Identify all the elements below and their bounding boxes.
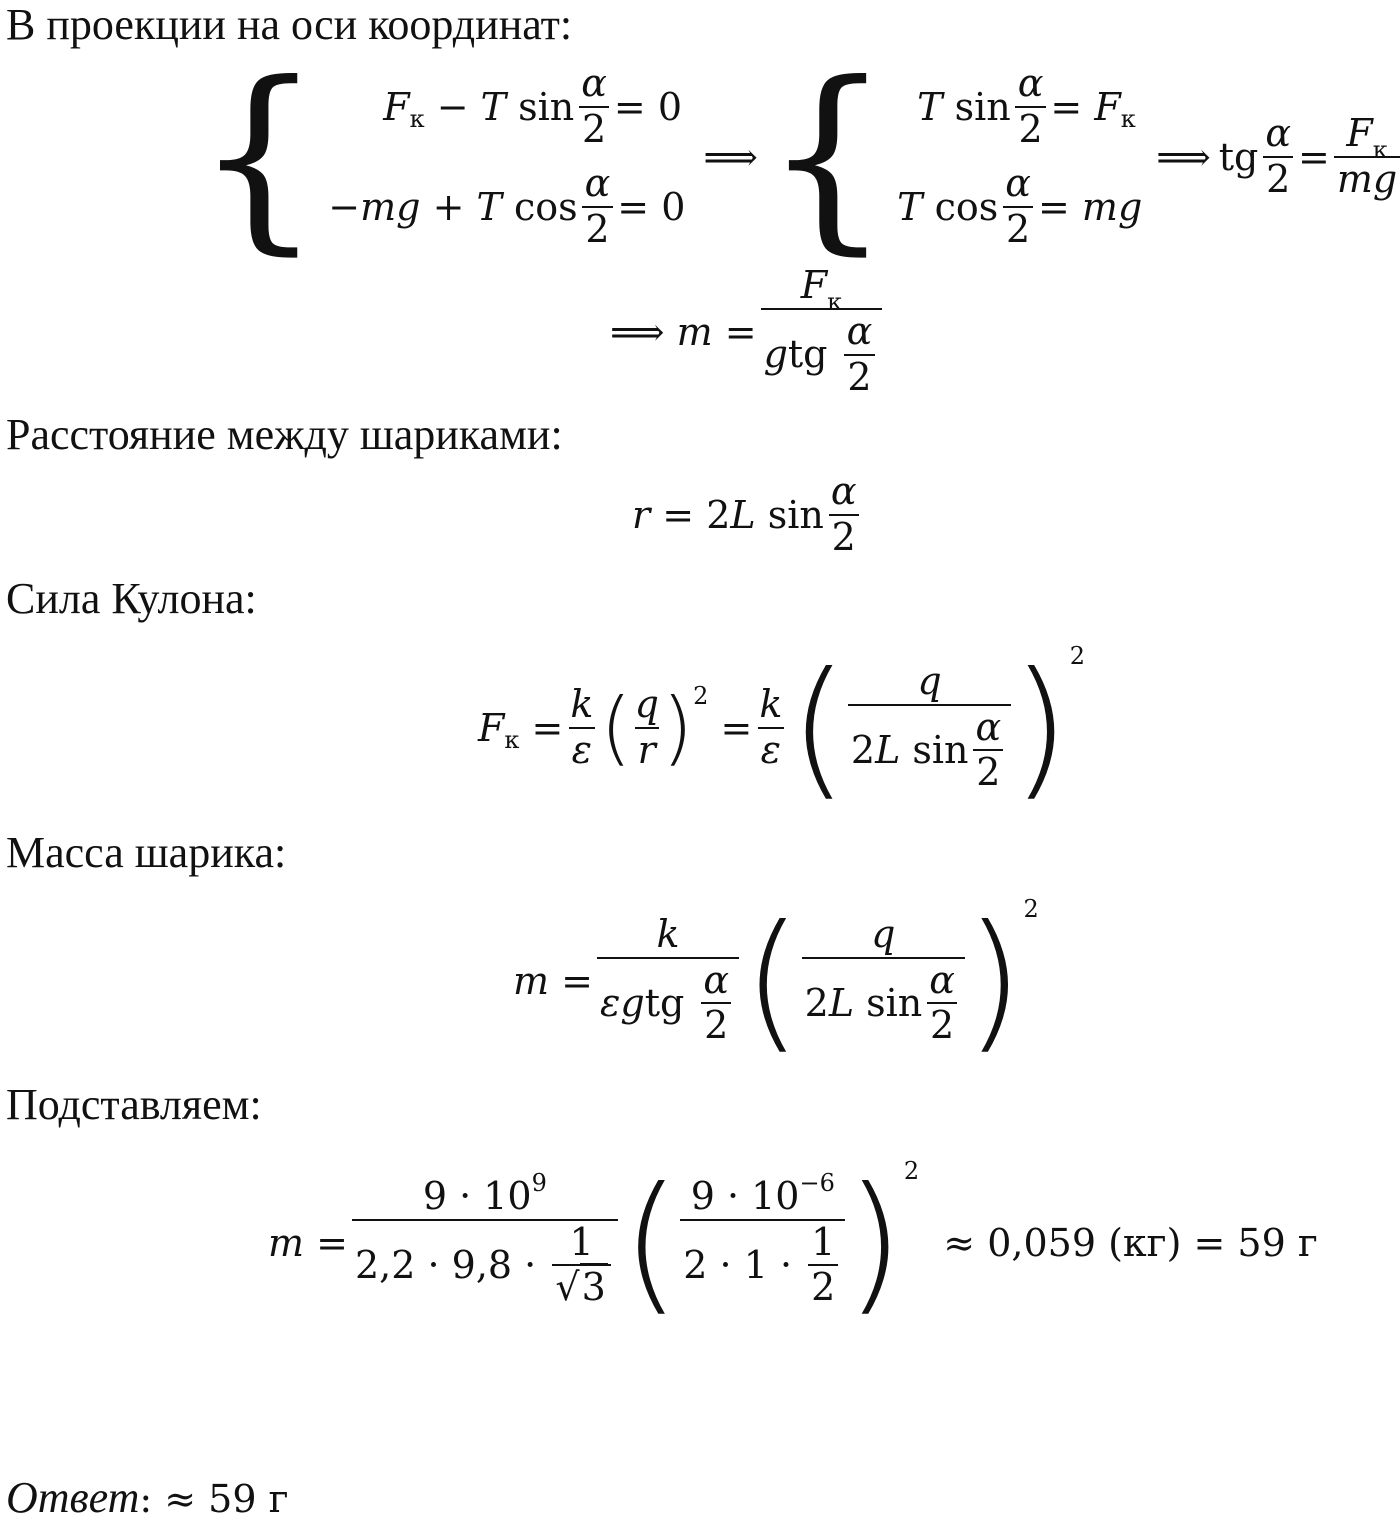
answer-line: Ответ: ≈ 59 г xyxy=(6,1473,289,1524)
text-projections: В проекции на оси координат: xyxy=(6,0,573,49)
answer-label: Ответ xyxy=(6,1473,140,1522)
left-brace: { xyxy=(195,40,323,273)
text-mass: Масса шарика: xyxy=(6,828,287,877)
substitution-result: ≈ 0,059 (кг) = 59 г xyxy=(943,1220,1318,1265)
text-substitute: Подставляем: xyxy=(6,1080,262,1129)
middle-brace: { xyxy=(763,40,892,273)
implies-2: ⟹ xyxy=(1156,135,1211,179)
substitution-fraction-1: 9 · 109 2,2 · 9,8 · 1√3 xyxy=(351,1169,618,1310)
tg-label: tg xyxy=(1218,135,1259,179)
implies-1: ⟹ xyxy=(703,135,758,179)
answer-value: : ≈ 59 г xyxy=(139,1477,289,1521)
text-coulomb: Сила Кулона: xyxy=(6,574,257,623)
equation-substitution: m = 9 · 109 2,2 · 9,8 · 1√3 ( 9 · 10−6 2… xyxy=(268,1155,1318,1330)
text-distance: Расстояние между шариками: xyxy=(6,410,563,459)
